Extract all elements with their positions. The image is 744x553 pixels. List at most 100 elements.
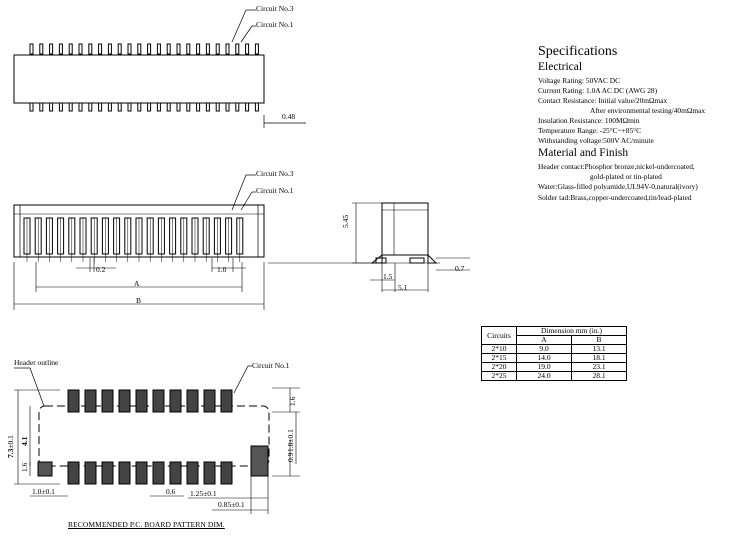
top-pin — [68, 43, 73, 55]
label-dim-73-value: 7.3 — [6, 448, 15, 458]
cell-circuits: 2*25 — [481, 371, 517, 381]
label-dim-16b: 1.6 — [288, 396, 297, 406]
pcb-pad — [220, 389, 233, 413]
label-dim-085: 0.85±0.1 — [218, 500, 245, 509]
bottom-pin — [186, 102, 191, 112]
specifications-panel: Specifications Electrical Voltage Rating… — [538, 44, 744, 203]
top-view — [13, 43, 306, 128]
top-pin — [39, 43, 44, 55]
top-pin — [58, 43, 63, 55]
pcb-pad — [186, 461, 199, 485]
spec-contact-res: Contact Resistance: Initial value/20mΩma… — [538, 96, 668, 105]
label-dim-A: A — [134, 279, 140, 288]
bottom-pin — [166, 102, 171, 112]
pcb-pad-anchor — [250, 445, 269, 477]
spec-contact-res2: After environmental testing/40mΩmax — [590, 106, 706, 115]
label-dim-125: 1.25±0.1 — [190, 489, 217, 498]
top-pin — [186, 43, 191, 55]
top-pin — [147, 43, 152, 55]
label-circuit3-top: Circuit No.3 — [256, 4, 294, 13]
dimension-table: Circuits Dimension mm (in.) A B 2*10 9.0… — [481, 326, 627, 381]
top-pin — [107, 43, 112, 55]
label-circuit1-mid: Circuit No.1 — [256, 186, 294, 195]
spec-header-contact: Header contact:Phosphor bronze,nickel-un… — [538, 162, 695, 171]
bottom-pin — [58, 102, 63, 112]
spec-solder: Solder tad:Brass,copper-undercoated,tin/… — [538, 193, 692, 202]
col-circuits: Circuits — [481, 326, 517, 345]
label-dim-06: 0.6 — [166, 487, 176, 496]
top-pin — [117, 43, 122, 55]
leader-lines — [14, 9, 256, 407]
bottom-pin — [78, 102, 83, 112]
bottom-pin — [107, 102, 112, 112]
bottom-pin — [254, 102, 259, 112]
label-dim-18: 1.8±0.1 — [286, 429, 295, 452]
side-view — [268, 202, 470, 292]
front-view — [13, 204, 265, 310]
top-pin — [254, 43, 259, 55]
label-dim-B: B — [136, 296, 142, 305]
top-pin — [156, 43, 161, 55]
pcb-pad — [169, 389, 182, 413]
bottom-pin — [98, 102, 103, 112]
top-pin — [127, 43, 132, 55]
pcb-pad — [101, 461, 114, 485]
label-circuit3-mid: Circuit No.3 — [256, 169, 294, 178]
bottom-pin — [137, 102, 142, 112]
label-dim-07: 0.7 — [455, 264, 465, 273]
table-row: 2*25 24.0 28.1 — [481, 371, 627, 381]
pcb-pad — [84, 389, 97, 413]
spec-temperature: Temperature Range: -25°C~+85°C — [538, 126, 642, 135]
top-pin — [88, 43, 93, 55]
label-dim-048: 0.48 — [282, 112, 296, 121]
top-pin — [235, 43, 240, 55]
label-circuit1-top: Circuit No.1 — [256, 20, 294, 29]
top-pin — [98, 43, 103, 55]
pcb-pad — [203, 389, 216, 413]
bottom-pin — [235, 102, 240, 112]
pcb-pad — [169, 461, 182, 485]
spec-electrical-heading: Electrical — [538, 61, 583, 73]
bottom-pin — [147, 102, 152, 112]
label-dim-545: 5.45 — [341, 214, 350, 228]
spec-voltage: Voltage Rating: 50VAC DC — [538, 76, 621, 85]
label-circuit1-pcb: Circuit No.1 — [252, 361, 290, 370]
spec-material-heading: Material and Finish — [538, 147, 629, 159]
bottom-pin — [225, 102, 230, 112]
bottom-pin — [49, 102, 54, 112]
label-dim-51: 5.1 — [398, 283, 408, 292]
top-pin — [137, 43, 142, 55]
bottom-pin — [196, 102, 201, 112]
bottom-pin — [88, 102, 93, 112]
top-pin — [215, 43, 220, 55]
pcb-pad — [84, 461, 97, 485]
top-pin — [78, 43, 83, 55]
pcb-pad — [118, 389, 131, 413]
label-dim-41: 4.1 — [20, 436, 29, 446]
col-dimension: Dimension mm (in.) — [516, 326, 627, 336]
label-dim-10: 1.0 — [217, 265, 227, 274]
top-pin — [49, 43, 54, 55]
label-dim-73: 7.3±0.1 — [6, 435, 15, 458]
pcb-pad — [203, 461, 216, 485]
bottom-pin — [39, 102, 44, 112]
spec-title: Specifications — [538, 44, 618, 59]
connector-body-top — [13, 54, 265, 104]
pcb-pad — [152, 389, 165, 413]
label-dim-02: 0.2 — [96, 265, 106, 274]
pcb-pad — [135, 461, 148, 485]
cell-b: 28.1 — [571, 371, 627, 381]
bottom-pin — [68, 102, 73, 112]
pcb-pad — [101, 389, 114, 413]
pcb-pad — [67, 461, 80, 485]
cell-a: 24.0 — [516, 371, 572, 381]
top-pin — [29, 43, 34, 55]
label-header-outline: Header outline — [14, 358, 59, 367]
spec-water: Water:Glass-filled polyamide,UL94V-0,nat… — [538, 182, 698, 191]
pcb-pattern-view — [14, 387, 300, 514]
pcb-caption: RECOMMENDED P.C. BOARD PATTERN DIM. — [68, 520, 225, 529]
top-pin — [225, 43, 230, 55]
spec-current: Current Rating: 1.0A AC DC (AWG 28) — [538, 86, 658, 95]
bottom-pin — [245, 102, 250, 112]
